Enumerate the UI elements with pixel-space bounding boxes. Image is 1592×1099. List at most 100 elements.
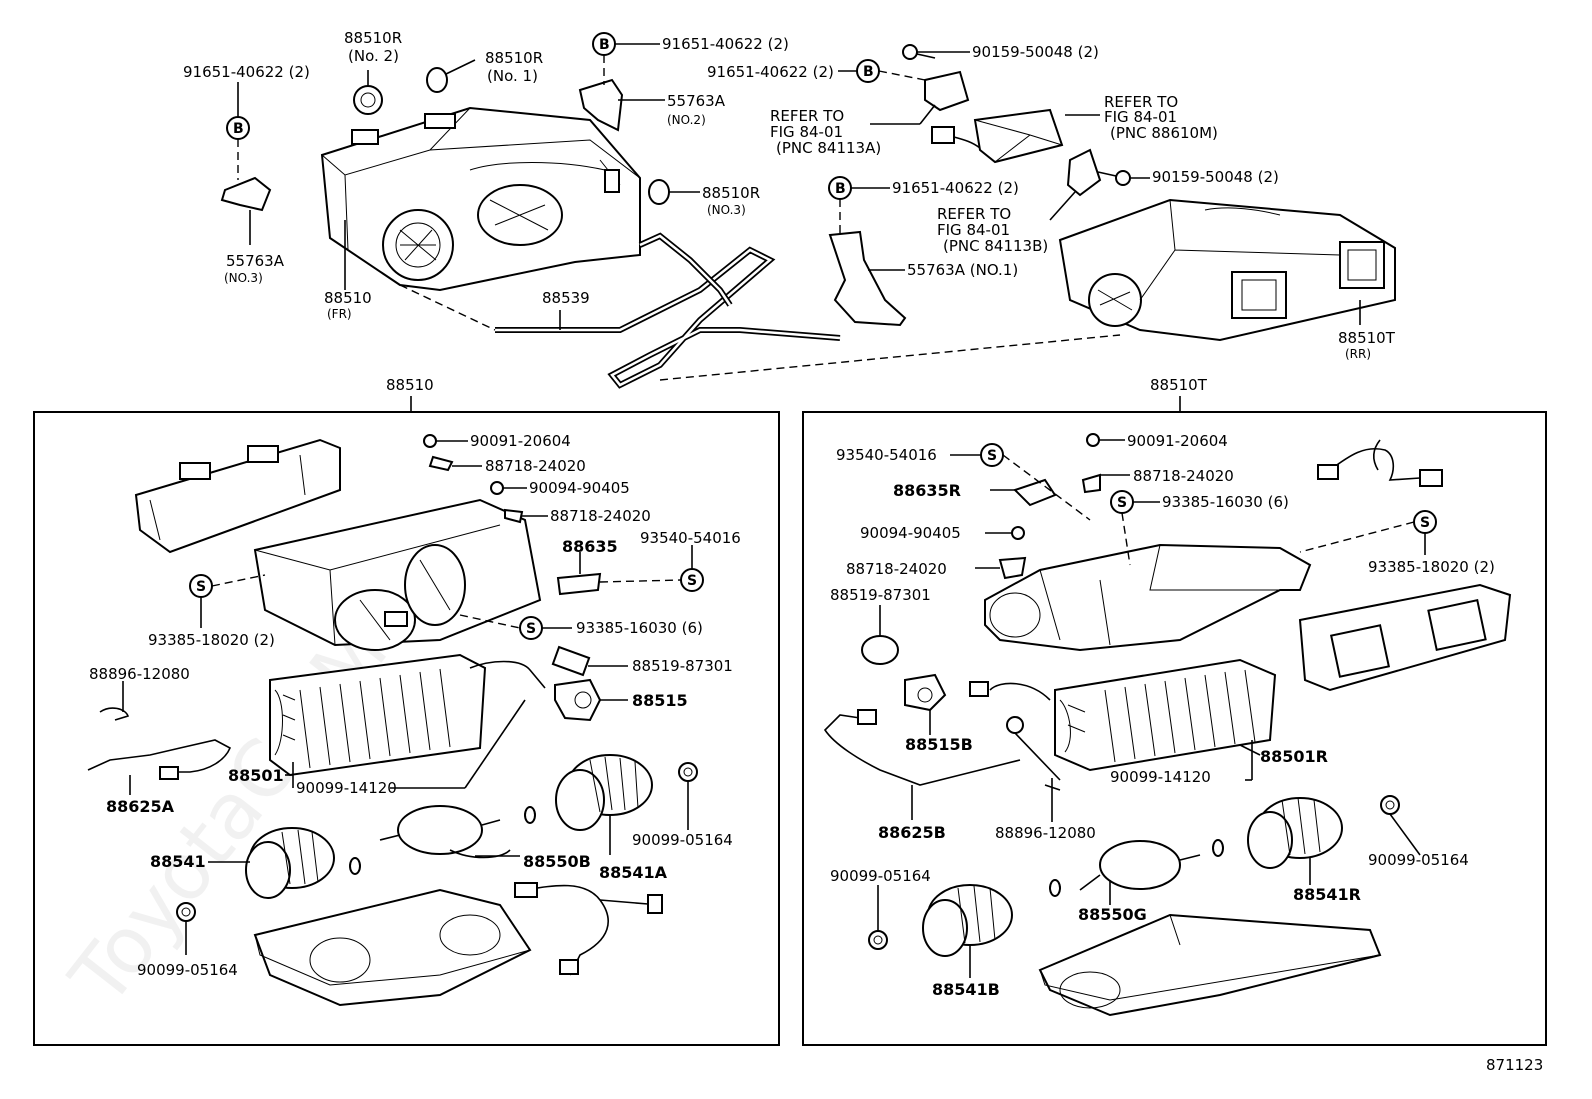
left-box-title: 88510 xyxy=(386,376,434,394)
label: 91651-40622 (2) xyxy=(707,63,834,81)
marker-s-r-icon: S S S xyxy=(980,443,1437,534)
label: 93385-16030 (6) xyxy=(1162,493,1289,511)
label: 93385-16030 (6) xyxy=(576,619,703,637)
label: 55763A xyxy=(667,92,726,110)
valve-88515B-icon xyxy=(904,673,947,712)
label: 88718-24020 xyxy=(485,457,586,475)
cap-88519-icon xyxy=(551,645,591,677)
label: 88519-87301 xyxy=(632,657,733,675)
nut-r-icon xyxy=(868,795,1400,950)
label: (No. 2) xyxy=(348,47,399,65)
amplifier-icon xyxy=(973,108,1064,164)
label: 88501 xyxy=(228,766,284,785)
screw-r-icon xyxy=(998,433,1101,580)
label: 88635 xyxy=(562,537,618,556)
label: 90091-20604 xyxy=(470,432,571,450)
label: 90099-05164 xyxy=(1368,851,1469,869)
label: (PNC 88610M) xyxy=(1110,124,1218,142)
label: 90099-14120 xyxy=(296,779,397,797)
label: 88541B xyxy=(932,980,1000,999)
label: REFER TO xyxy=(770,107,844,125)
svg-text:S: S xyxy=(987,448,997,464)
bracket-amp-icon xyxy=(924,70,970,112)
label: 88515 xyxy=(632,691,688,710)
label: 88541R xyxy=(1293,885,1361,904)
label: 88519-87301 xyxy=(830,586,931,604)
top-assembly: B B B B xyxy=(183,29,1396,389)
label: 55763A (NO.1) xyxy=(907,261,1018,279)
fan-88541B-icon xyxy=(922,884,1013,957)
left-box: 88510 xyxy=(33,376,780,1046)
front-heater-unit xyxy=(320,106,641,292)
svg-text:S: S xyxy=(196,579,206,595)
fan-88541R-icon xyxy=(1247,797,1343,869)
label: (PNC 84113A) xyxy=(776,139,881,157)
label: REFER TO xyxy=(1104,93,1178,111)
fan-88541A-icon xyxy=(555,754,653,831)
nut-icon xyxy=(176,762,698,922)
bracket-no1-icon xyxy=(828,230,907,327)
label: 88501R xyxy=(1260,747,1328,766)
evaporator-r-icon xyxy=(1054,658,1277,772)
label: 88510R xyxy=(485,49,543,67)
label: 88896-12080 xyxy=(89,665,190,683)
label: 88510R xyxy=(344,29,402,47)
thermistor-88625B xyxy=(823,714,1021,786)
bracket-amp2-icon xyxy=(1066,148,1102,197)
svg-text:B: B xyxy=(599,37,610,53)
wire-harness-r-icon xyxy=(1329,448,1421,481)
figure-number: 871123 xyxy=(1486,1056,1543,1074)
svg-text:B: B xyxy=(863,64,874,80)
label: 88718-24020 xyxy=(846,560,947,578)
right-box: 88510T xyxy=(802,376,1547,1046)
label: FIG 84-01 xyxy=(770,123,843,141)
label: 93385-18020 (2) xyxy=(148,631,275,649)
label: 88625A xyxy=(106,797,175,816)
label: FIG 84-01 xyxy=(1104,108,1177,126)
label: 93385-18020 (2) xyxy=(1368,558,1495,576)
cap-88519-r-icon xyxy=(861,635,899,665)
label: 90159-50048 (2) xyxy=(1152,168,1279,186)
label: 88515B xyxy=(905,735,973,754)
label: 93540-54016 xyxy=(640,529,741,547)
label: 88510 xyxy=(324,289,372,307)
rear-heater-unit xyxy=(1058,198,1396,342)
blower-motor-88550G-icon xyxy=(1099,840,1181,890)
connector-icon xyxy=(931,126,955,144)
bracket-no2-icon xyxy=(578,78,624,132)
svg-text:S: S xyxy=(1420,515,1430,531)
label: 88718-24020 xyxy=(1133,467,1234,485)
label: 90099-14120 xyxy=(1110,768,1211,786)
label: 93540-54016 xyxy=(836,446,937,464)
label: 88541 xyxy=(150,852,206,871)
label: 91651-40622 (2) xyxy=(892,179,1019,197)
label: (NO.2) xyxy=(667,113,706,127)
label: 90159-50048 (2) xyxy=(972,43,1099,61)
label: 88539 xyxy=(542,289,590,307)
label: 88510R xyxy=(702,184,760,202)
grommet-no1-icon xyxy=(426,67,448,93)
screw-icon xyxy=(423,434,602,596)
svg-text:S: S xyxy=(1117,495,1127,511)
washer-icon xyxy=(349,806,536,875)
label: (NO.3) xyxy=(707,203,746,217)
label: 88625B xyxy=(878,823,946,842)
label: 88896-12080 xyxy=(995,824,1096,842)
label: (RR) xyxy=(1345,347,1371,361)
right-box-frame xyxy=(802,411,1547,1046)
label: 88541A xyxy=(599,863,668,882)
svg-text:B: B xyxy=(233,121,244,137)
right-box-title: 88510T xyxy=(1150,376,1208,394)
washer-r-icon xyxy=(1049,839,1224,897)
label: 55763A xyxy=(226,252,285,270)
label: 90094-90405 xyxy=(529,479,630,497)
label: 88550B xyxy=(523,852,591,871)
blower-motor-88550B-icon xyxy=(397,805,483,855)
thermistor-88625A xyxy=(87,739,232,773)
hose-88539 xyxy=(495,246,841,389)
grommet-no3-icon xyxy=(648,179,670,205)
label: 91651-40622 (2) xyxy=(183,63,310,81)
label: 90099-05164 xyxy=(632,831,733,849)
